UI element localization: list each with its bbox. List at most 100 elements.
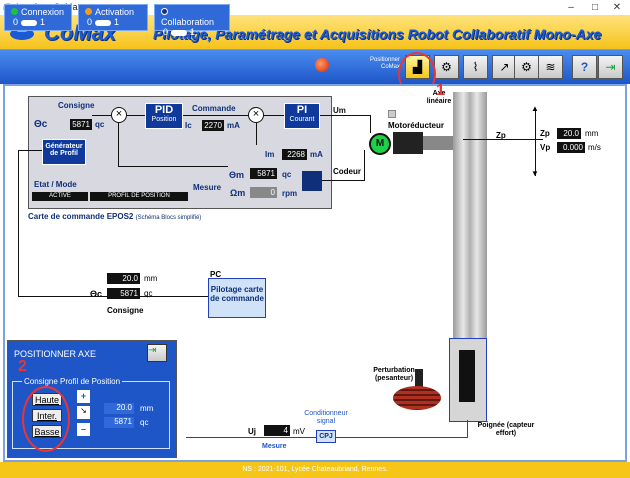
wire — [127, 115, 145, 116]
wire — [322, 180, 364, 181]
consigne-qc-value: 5871 — [107, 288, 140, 299]
zp-line — [463, 139, 543, 140]
connexion-off: 0 — [13, 17, 19, 27]
wire — [467, 420, 468, 437]
handle-grip — [459, 350, 475, 402]
uj-unit: mV — [293, 427, 305, 436]
wire — [118, 166, 228, 167]
wire — [18, 150, 19, 297]
info-icon[interactable] — [388, 110, 396, 118]
consigne-mm-value: 20.0 — [107, 273, 140, 284]
connexion-on: 1 — [40, 17, 46, 27]
axe-label: Axe linéaire — [426, 90, 452, 105]
pid-title: PID — [154, 104, 174, 116]
om-unit: qc — [282, 170, 292, 179]
zp-value: 20.0 — [557, 128, 581, 139]
pc-label: PC — [210, 270, 222, 279]
connexion-toggle-icon[interactable] — [21, 19, 38, 26]
panel-close-button[interactable]: ⇥ — [147, 344, 167, 362]
annotation-1: 1 — [436, 82, 445, 99]
sum-node-icon: × — [111, 107, 127, 123]
pilotage-block: Pilotage carte de commande — [208, 278, 266, 318]
mesure-label: Mesure — [193, 183, 222, 192]
exit-icon: ⇥ — [148, 345, 157, 356]
consigne-qc-unit: qc — [144, 289, 153, 298]
uj-label: Uj — [248, 427, 256, 436]
oc-label: Θc — [34, 119, 48, 130]
pi-sub: Courant — [289, 116, 315, 123]
um-label: Um — [333, 106, 346, 115]
plus-button[interactable]: + — [77, 390, 90, 403]
zp-arrow — [535, 108, 536, 176]
activation-off: 0 — [87, 17, 93, 27]
maximize-button[interactable]: □ — [591, 2, 599, 13]
vp-value: 0.000 — [557, 142, 585, 153]
uj-value: 4 — [264, 425, 290, 436]
chart-icon: ⌇ — [472, 60, 479, 74]
connexion-led-icon — [11, 8, 18, 15]
codeur-label: Codeur — [333, 167, 361, 176]
im-label: Im — [265, 150, 275, 159]
wire — [92, 115, 111, 116]
commande-title: Commande — [192, 104, 236, 113]
wire — [320, 115, 370, 116]
annotation-2: 2 — [18, 358, 27, 375]
oc-value: 5871 — [70, 119, 92, 130]
footer: NS : 2021-101, Lycée Chateaubriand, Renn… — [0, 462, 630, 478]
cpj-block: CPJ — [316, 430, 336, 443]
parameters-button[interactable]: ⚙ — [514, 55, 539, 79]
help-icon: ? — [580, 60, 589, 74]
collaboration-toggle-icon[interactable] — [171, 29, 188, 36]
pi-title: PI — [296, 104, 308, 116]
consigne-mm-unit: mm — [144, 274, 158, 283]
chart-button[interactable]: ≋ — [538, 55, 563, 79]
perturbation-label: Perturbation (pesanteur) — [373, 367, 415, 382]
wire — [364, 150, 365, 181]
stepper-icon: ↘ — [77, 406, 90, 419]
settings-button[interactable]: ⚙ — [434, 55, 459, 79]
mode-value: PROFIL DE POSITION — [90, 192, 188, 201]
positionner-title: POSITIONNER AXE — [14, 349, 97, 359]
wire — [18, 150, 42, 151]
pos-qc-unit: qc — [140, 418, 149, 427]
wire — [18, 296, 208, 297]
help-button[interactable]: ? — [572, 55, 597, 79]
wire — [264, 115, 284, 116]
pi-block: PI Courant — [284, 103, 320, 129]
activation-on: 1 — [114, 17, 120, 27]
wire — [370, 115, 371, 133]
sum-node-2-icon: × — [248, 107, 264, 123]
motor-icon: M — [369, 133, 391, 155]
app-subtitle: Pilotage, Paramétrage et Acquisitions Ro… — [153, 26, 602, 42]
gears-icon: ⚙ — [521, 60, 532, 74]
pos-qc-value[interactable]: 5871 — [104, 417, 134, 428]
minus-button[interactable]: – — [77, 423, 90, 436]
om-label: Θm — [229, 170, 245, 180]
acquisition-button[interactable]: ⌇ — [463, 55, 488, 79]
close-button[interactable]: ✕ — [612, 2, 622, 13]
wire — [336, 437, 468, 438]
wire — [118, 123, 119, 166]
exit-button[interactable]: ⇥ — [598, 55, 623, 79]
wire — [256, 123, 257, 145]
mesure-label-2: Mesure — [262, 443, 287, 450]
om-value: 5871 — [250, 168, 277, 179]
poignee-label: Poignée (capteur effort) — [477, 422, 535, 437]
etat-value: ACTIVE — [32, 192, 88, 201]
activation-toggle-icon[interactable] — [95, 19, 112, 26]
oc2-label: Θc — [90, 289, 103, 299]
ic-unit: mA — [227, 121, 240, 130]
shaft-block — [423, 136, 453, 150]
pos-mm-value[interactable]: 20.0 — [104, 403, 134, 414]
wm-value: 0 — [250, 187, 277, 198]
pid-block: PID Position — [145, 103, 183, 129]
exit-icon: ⇥ — [605, 60, 616, 74]
graph-icon: ≋ — [545, 60, 556, 74]
minimize-button[interactable]: – — [568, 2, 574, 13]
zp-label: Zp — [496, 131, 506, 140]
annotation-circle-2 — [22, 386, 70, 452]
oc-unit: qc — [95, 120, 105, 129]
